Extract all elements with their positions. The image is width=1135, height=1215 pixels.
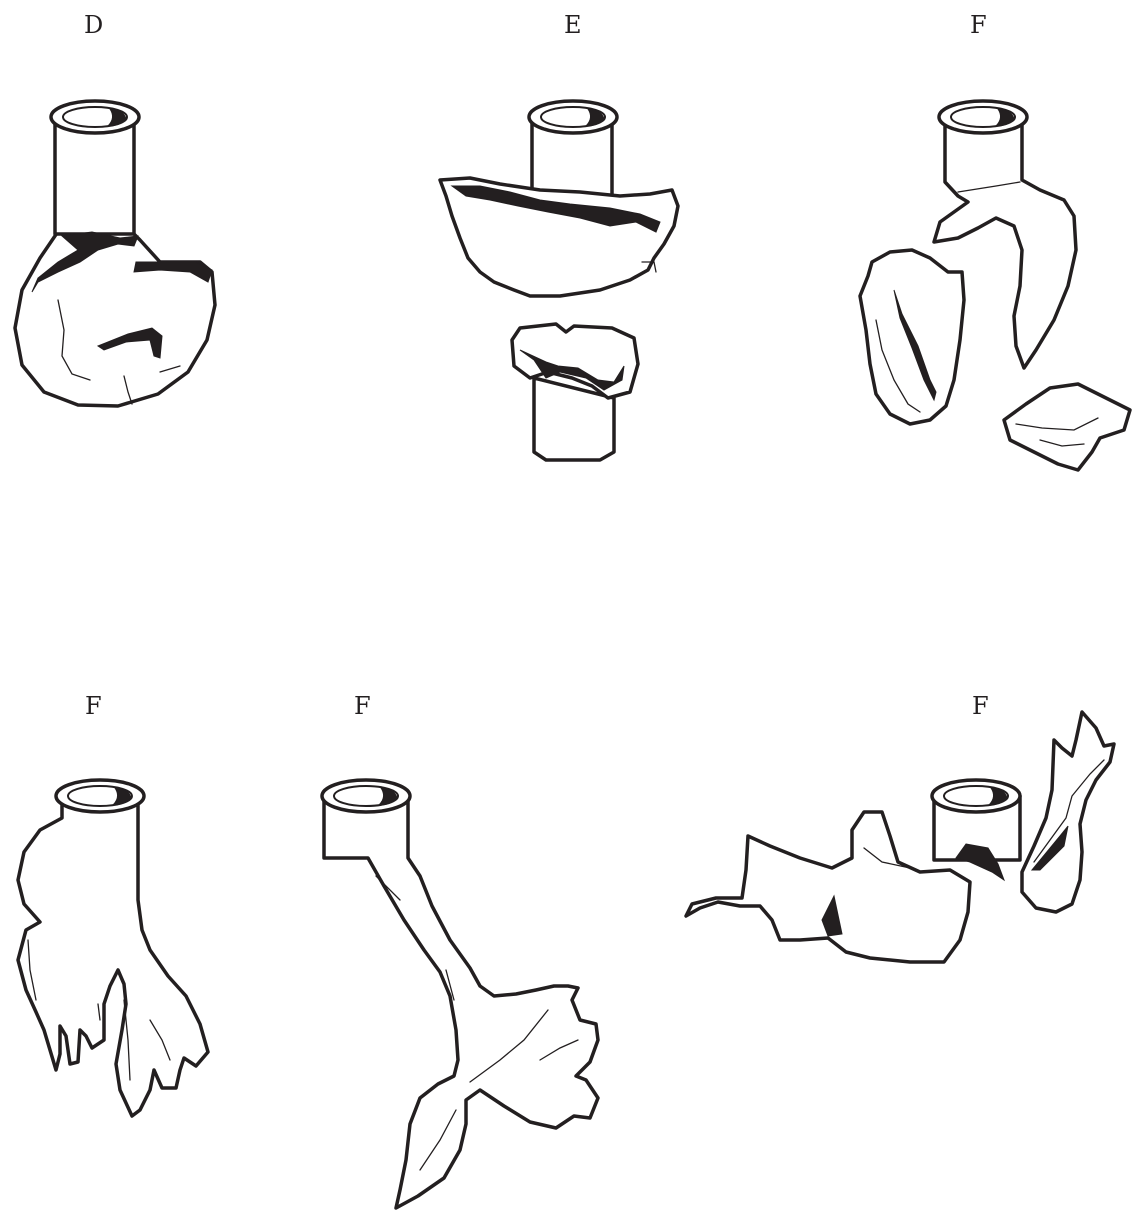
flask-d-drawing [15,101,215,406]
flask-f1-drawing [860,101,1130,470]
panel-f-bottom-right: F [686,692,1114,962]
panel-e: E [440,11,678,460]
panel-f-bottom-middle: F [322,692,598,1208]
flask-e-drawing [440,101,678,460]
panel-label-f-bottom-middle: F [354,692,371,720]
panel-f-bottom-left: F [18,692,208,1116]
flask-f4-drawing [686,712,1114,962]
flask-f3-drawing [322,780,598,1208]
panel-f-top: F [860,11,1130,470]
panel-label-f-bottom-left: F [85,692,102,720]
panel-label-f-bottom-right: F [972,692,989,720]
panel-label-f-top: F [970,11,987,39]
panel-label-d: D [84,11,103,39]
flask-f2-drawing [18,780,208,1116]
panel-d: D [15,11,215,406]
panel-label-e: E [564,11,582,39]
